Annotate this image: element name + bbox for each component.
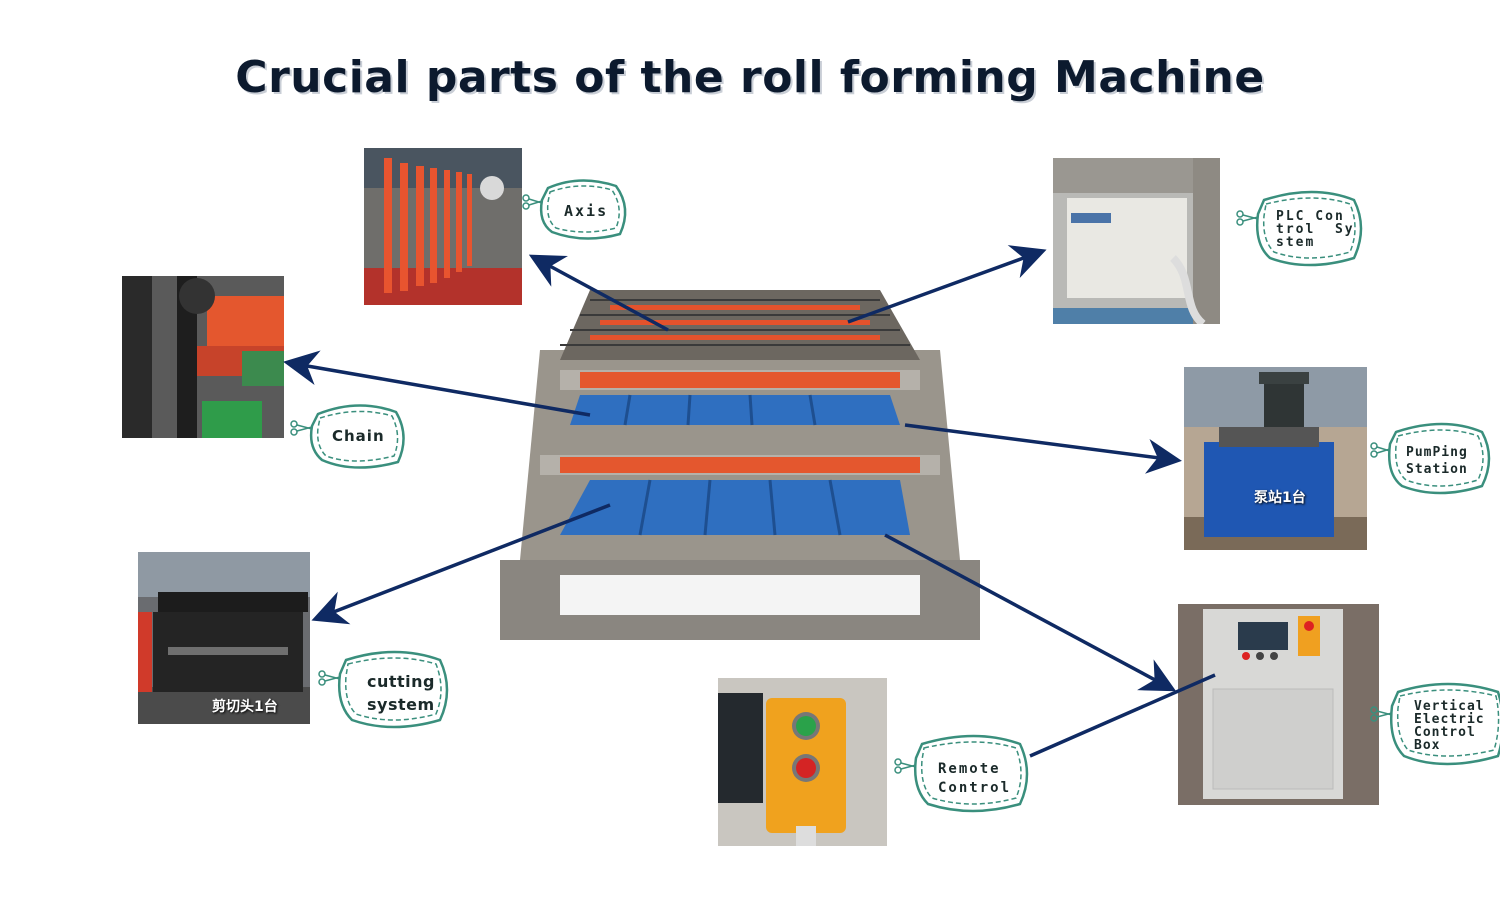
- line-remote: [1029, 673, 1216, 758]
- cutting-photo-label: 剪切头1台: [212, 699, 278, 715]
- tag-plc: PLC Con trol Sy stem: [1234, 188, 1366, 268]
- pumping-photo-label: 泵站1台: [1254, 490, 1306, 506]
- arrow-chain: [283, 350, 591, 417]
- pumping-photo: 泵站1台: [1184, 367, 1367, 550]
- scissors-icon: [894, 758, 917, 774]
- tag-remote-label: Remote Control: [938, 761, 1012, 796]
- arrow-control-box: [884, 533, 1177, 692]
- remote-photo: [718, 678, 887, 846]
- tag-vertical-label: Vertical Electric Control Box: [1414, 699, 1485, 753]
- tag-chain: Chain: [288, 402, 408, 470]
- chain-photo: [122, 276, 284, 438]
- arrow-cutting: [311, 503, 611, 625]
- scissors-icon: [1370, 706, 1393, 722]
- tag-axis-label: Axis: [564, 202, 609, 220]
- tag-vertical: Vertical Electric Control Box: [1368, 680, 1500, 766]
- scissors-icon: [522, 194, 543, 210]
- tag-plc-label: PLC Con trol Sy stem: [1276, 209, 1355, 250]
- arrow-plc: [847, 245, 1047, 324]
- tag-pumping: PumPing Station: [1368, 420, 1494, 496]
- machine-photo: [500, 290, 980, 642]
- plc-photo: [1053, 158, 1220, 324]
- tag-chain-label: Chain: [332, 427, 385, 445]
- arrow-pumping: [904, 423, 1182, 474]
- scissors-icon: [1236, 210, 1259, 226]
- scissors-icon: [318, 670, 341, 686]
- page-title: Crucial parts of the roll forming Machin…: [235, 52, 1265, 103]
- axis-photo: [364, 148, 522, 305]
- tag-remote: Remote Control: [892, 732, 1032, 814]
- tag-cutting-label: cutting system: [367, 672, 435, 714]
- tag-cutting: cutting system: [316, 648, 452, 730]
- arrow-axis: [528, 254, 669, 332]
- cutting-photo: 剪切头1台: [138, 552, 310, 724]
- control-box-photo: [1178, 604, 1379, 805]
- scissors-icon: [1370, 442, 1391, 458]
- tag-axis: Axis: [520, 178, 630, 242]
- scissors-icon: [290, 420, 313, 436]
- tag-pumping-label: PumPing Station: [1406, 445, 1468, 477]
